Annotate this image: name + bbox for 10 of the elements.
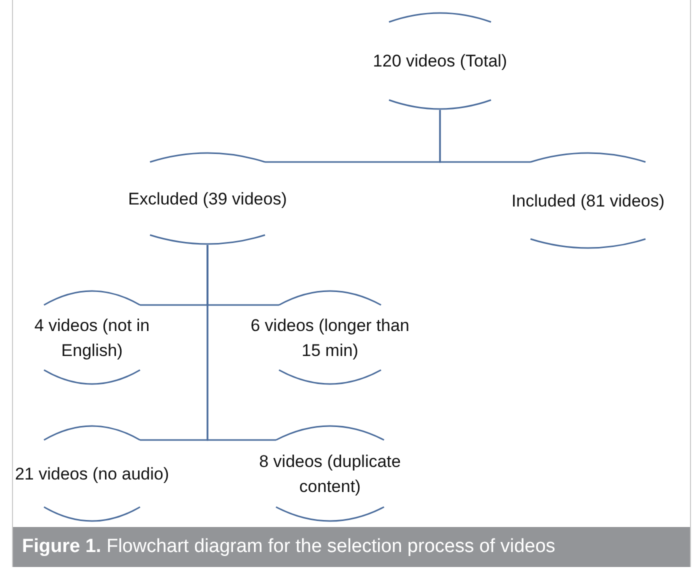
connector-line bbox=[206, 245, 276, 441]
text-node: 120 videos (Total) bbox=[355, 12, 525, 110]
text-node: 6 videos (longer than 15 min) bbox=[245, 290, 415, 385]
text-node: 8 videos (duplicate content) bbox=[240, 425, 420, 522]
text-node: 21 videos (no audio) bbox=[12, 425, 172, 522]
text-node: Excluded (39 videos) bbox=[105, 152, 310, 245]
text-node: Included (81 videos) bbox=[488, 152, 688, 249]
figure-caption: Figure 1. Flowchart diagram for the selection process of videos bbox=[22, 536, 556, 558]
text-node: 4 videos (not in English) bbox=[12, 290, 172, 385]
connector-line bbox=[439, 110, 530, 163]
